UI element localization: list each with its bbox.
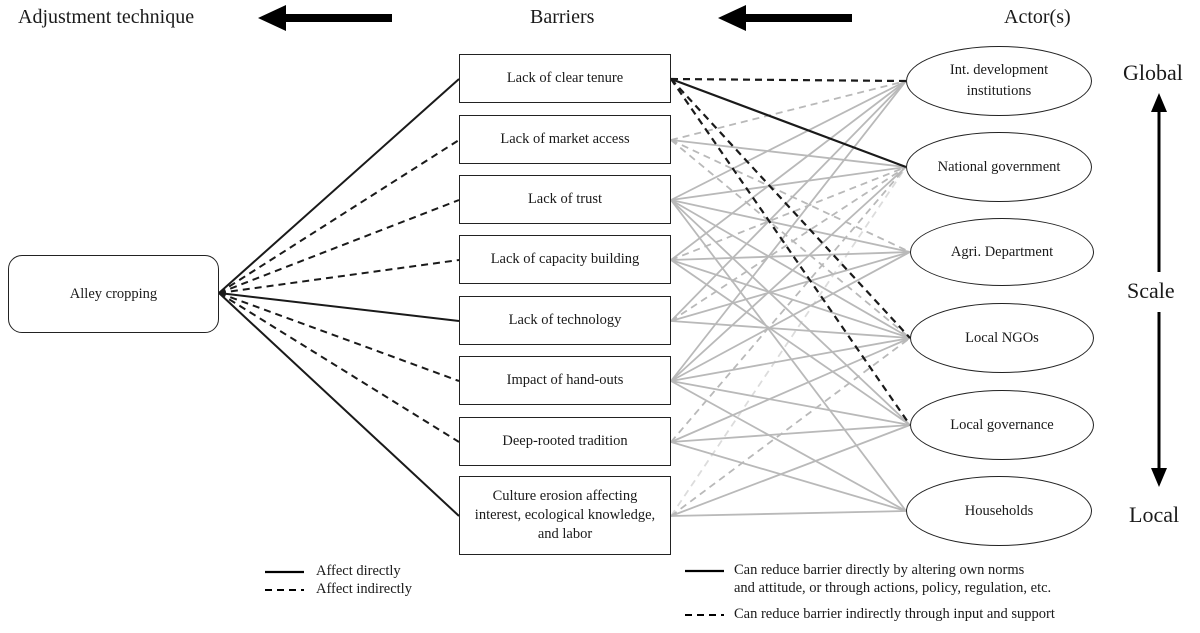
technique-barrier-links (218, 78, 460, 517)
actor-link-direct (670, 80, 907, 322)
barrier-node: Lack of capacity building (459, 235, 671, 284)
actor-link-indirect (670, 77, 907, 83)
actor-link-direct (670, 424, 911, 443)
actor-link-direct (670, 251, 911, 322)
header-adjustment-technique: Adjustment technique (18, 6, 195, 28)
actor-node: Agri. Department (910, 218, 1094, 286)
flow-arrow-left-1 (258, 5, 392, 31)
actor-link-indirect (670, 337, 911, 517)
barrier-node: Lack of technology (459, 296, 671, 345)
scale-global-label: Global (1123, 60, 1183, 86)
technique-node: Alley cropping (8, 255, 219, 333)
header-barriers: Barriers (530, 6, 595, 28)
actor-link-direct (670, 259, 911, 339)
actor-link-direct (670, 337, 911, 382)
barrier-label: Lack of clear tenure (506, 70, 624, 86)
scale-arrow-down-icon (1151, 312, 1167, 487)
barrier-label: Lack of technology (508, 312, 622, 328)
legend-affect-directly: Affect directly (316, 563, 401, 579)
actor-node: Int. development institutions (906, 46, 1092, 116)
barrier-node: Lack of clear tenure (459, 54, 671, 103)
actor-link-direct (670, 166, 907, 201)
actor-link-indirect (670, 166, 907, 322)
actor-label: Households (964, 502, 1034, 519)
legend-reduce-directly-line2: and attitude, or through actions, policy… (734, 580, 1052, 596)
actor-link-indirect (670, 139, 911, 339)
actor-link-direct (670, 510, 907, 517)
actor-link-direct (670, 337, 911, 443)
actor-link-direct (670, 77, 907, 169)
actor-link-direct (670, 251, 911, 261)
technique-label: Alley cropping (69, 285, 158, 302)
barrier-node: Culture erosion affecting interest, ecol… (459, 476, 671, 555)
actor-link-indirect (670, 139, 911, 253)
barrier-node: Impact of hand-outs (459, 356, 671, 405)
actor-link-indirect (670, 78, 911, 339)
actor-link-direct (670, 441, 907, 512)
actor-link-direct (670, 166, 907, 382)
actor-link-direct (670, 199, 911, 426)
actor-link-direct (670, 380, 911, 426)
barrier-label: Lack of market access (500, 131, 630, 147)
scale-arrow-up-icon (1151, 93, 1167, 272)
scale-local-label: Local (1129, 502, 1180, 528)
actor-link-direct (670, 139, 907, 168)
barrier-label: Deep-rooted tradition (502, 433, 628, 449)
actor-link-direct (670, 80, 907, 261)
barrier-node: Lack of market access (459, 115, 671, 164)
actor-link-direct (670, 199, 911, 339)
actor-link-direct (670, 199, 907, 512)
actor-label: Agri. Department (950, 243, 1054, 260)
actor-label: Local NGOs (965, 329, 1039, 346)
actor-node: Households (906, 476, 1092, 546)
actor-node: Local NGOs (910, 303, 1094, 373)
technique-link-indirect (218, 292, 460, 382)
technique-link-indirect (218, 199, 460, 294)
legend-affect-indirectly: Affect indirectly (316, 581, 412, 597)
technique-link-direct (218, 78, 460, 294)
legend-reduce-directly-line1: Can reduce barrier directly by altering … (734, 562, 1025, 578)
actor-label: Local governance (950, 416, 1054, 433)
actor-link-direct (670, 424, 911, 517)
actor-link-indirect (670, 166, 907, 443)
actor-label: Int. development institutions (949, 62, 1049, 99)
actor-link-direct (670, 259, 911, 426)
legend-reduce-indirectly: Can reduce barrier indirectly through in… (734, 606, 1055, 622)
barrier-node: Deep-rooted tradition (459, 417, 671, 466)
actor-node: National government (906, 132, 1092, 202)
header-actors: Actor(s) (1004, 6, 1071, 28)
technique-link-direct (218, 292, 460, 322)
actor-link-direct (670, 80, 907, 382)
barrier-label: Impact of hand-outs (506, 372, 624, 388)
barrier-label: Lack of capacity building (490, 251, 640, 267)
barrier-label: Lack of trust (527, 191, 603, 207)
barrier-actor-links (670, 77, 911, 517)
actor-link-direct (670, 251, 911, 382)
actor-link-direct (670, 320, 911, 339)
actor-link-direct (670, 199, 911, 253)
technique-link-direct (218, 292, 460, 517)
actor-link-direct (670, 80, 907, 201)
barrier-label: Culture erosion affecting interest, ecol… (474, 488, 656, 542)
flow-arrow-left-2 (718, 5, 852, 31)
actor-link-indirect (670, 166, 907, 261)
technique-link-indirect (218, 259, 460, 294)
barrier-node: Lack of trust (459, 175, 671, 224)
actor-link-indirect (670, 78, 911, 426)
actor-label: National government (937, 158, 1061, 175)
actor-link-indirect (670, 80, 907, 141)
actor-link-direct (670, 380, 907, 512)
scale-label: Scale (1127, 278, 1175, 304)
actor-node: Local governance (910, 390, 1094, 460)
technique-link-indirect (218, 139, 460, 294)
